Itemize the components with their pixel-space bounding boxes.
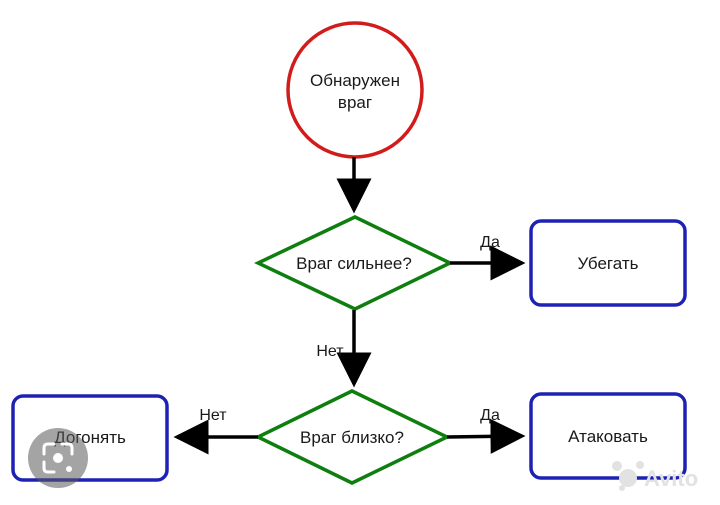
avito-logo-icon bbox=[612, 461, 644, 491]
start-label-line2: враг bbox=[338, 93, 372, 112]
start-circle bbox=[286, 21, 424, 159]
edge-label-no-middle: Нет bbox=[316, 343, 344, 360]
arrow-close-to-attack bbox=[446, 418, 526, 454]
avito-watermark: Avito bbox=[612, 461, 698, 491]
decision-close-diamond bbox=[254, 389, 452, 485]
start-label-line1: Обнаружен bbox=[310, 71, 400, 90]
avito-watermark-text: Avito bbox=[644, 466, 698, 491]
edge-label-yes-bottom: Да bbox=[480, 407, 500, 424]
attack-label: Атаковать bbox=[568, 427, 648, 446]
flee-label: Убегать bbox=[578, 254, 639, 273]
decision-stronger-label: Враг сильнее? bbox=[296, 254, 412, 273]
decision-close-label: Враг близко? bbox=[300, 428, 404, 447]
lens-icon bbox=[42, 442, 74, 474]
decision-stronger-diamond bbox=[253, 215, 455, 311]
edge-label-no-left: Нет bbox=[199, 407, 227, 424]
lens-badge[interactable] bbox=[28, 428, 88, 488]
attack-box bbox=[529, 392, 687, 480]
flee-box bbox=[529, 219, 687, 307]
edge-label-yes-top: Да bbox=[480, 234, 500, 251]
